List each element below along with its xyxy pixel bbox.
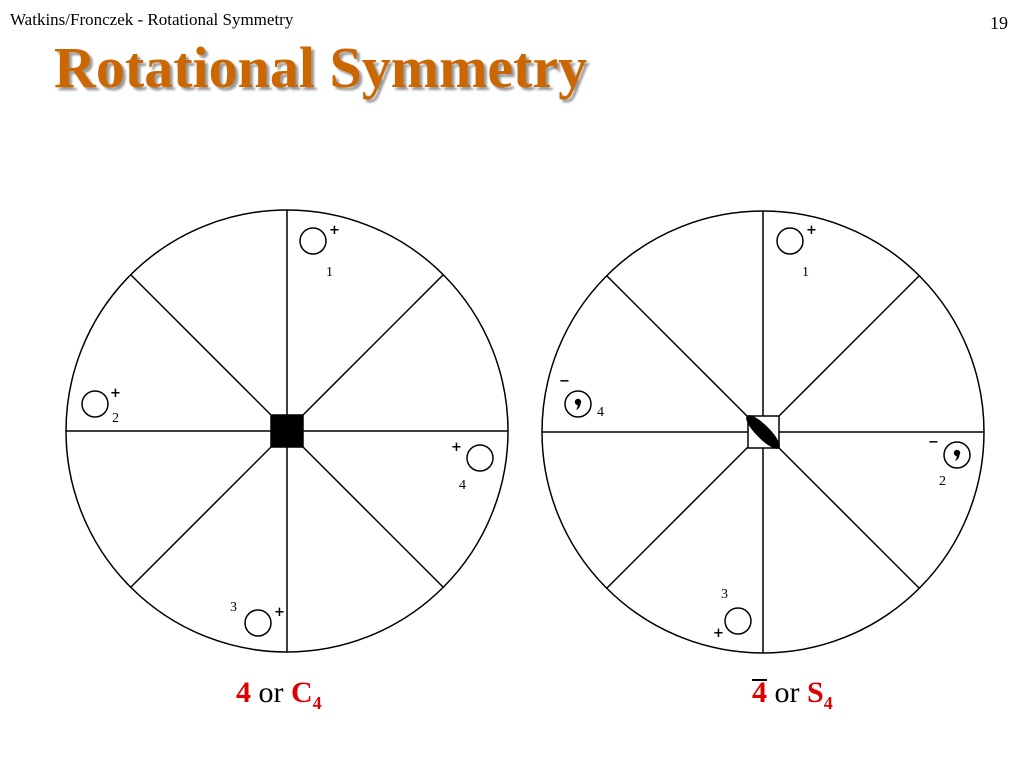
- left-label-3: 3: [230, 600, 237, 615]
- left-sign-1: +: [329, 223, 340, 238]
- left-sign-4: +: [451, 440, 462, 455]
- right-label-4: 4: [597, 405, 604, 420]
- left-sign-3: +: [274, 605, 285, 620]
- left-pole-1: [299, 227, 327, 255]
- left-pole-2: [81, 390, 109, 418]
- right-pole-4: [564, 390, 592, 418]
- left-sign-2: +: [110, 386, 121, 401]
- right-sign-1: +: [806, 223, 817, 238]
- left-caption-secondary-sub: 4: [312, 693, 322, 713]
- right-caption-or: or: [774, 676, 800, 709]
- left-caption-secondary: C4: [291, 676, 322, 713]
- right-twofold-lens-symbol: [746, 415, 780, 449]
- slide-title: Rotational Symmetry: [54, 35, 588, 100]
- left-caption-secondary-letter: C: [291, 676, 313, 709]
- header-text: Watkins/Fronczek - Rotational Symmetry: [10, 10, 294, 29]
- right-caption-primary: 4: [752, 676, 767, 709]
- right-pole-3: [724, 607, 752, 635]
- right-comma-marks: [574, 398, 961, 461]
- right-caption-secondary: S4: [807, 676, 833, 713]
- left-pole-3: [244, 609, 272, 637]
- left-label-1: 1: [326, 265, 333, 280]
- left-caption: 4 or C4: [236, 676, 322, 714]
- left-caption-or: or: [258, 676, 284, 709]
- right-label-2: 2: [939, 474, 946, 489]
- left-pole-4: [466, 444, 494, 472]
- page-number: 19: [990, 13, 1008, 33]
- right-sign-3: +: [713, 626, 724, 641]
- right-pole-2: [943, 441, 971, 469]
- right-caption-secondary-letter: S: [807, 676, 824, 709]
- left-fourfold-axis-square: [270, 414, 304, 448]
- right-caption-primary-bar: 4: [752, 676, 767, 710]
- right-comma-4: [574, 398, 582, 410]
- left-stereogram: [65, 209, 509, 653]
- right-label-1: 1: [802, 265, 809, 280]
- right-sign-4: −: [559, 374, 570, 389]
- right-caption-secondary-sub: 4: [823, 693, 833, 713]
- right-caption: 4 or S4: [752, 676, 833, 714]
- right-comma-2: [953, 449, 961, 461]
- left-caption-primary: 4: [236, 676, 251, 709]
- right-stereogram: [541, 210, 985, 654]
- left-label-2: 2: [112, 411, 119, 426]
- right-label-3: 3: [721, 587, 728, 602]
- right-pole-1: [776, 227, 804, 255]
- right-sign-2: −: [928, 435, 939, 450]
- left-label-4: 4: [459, 478, 466, 493]
